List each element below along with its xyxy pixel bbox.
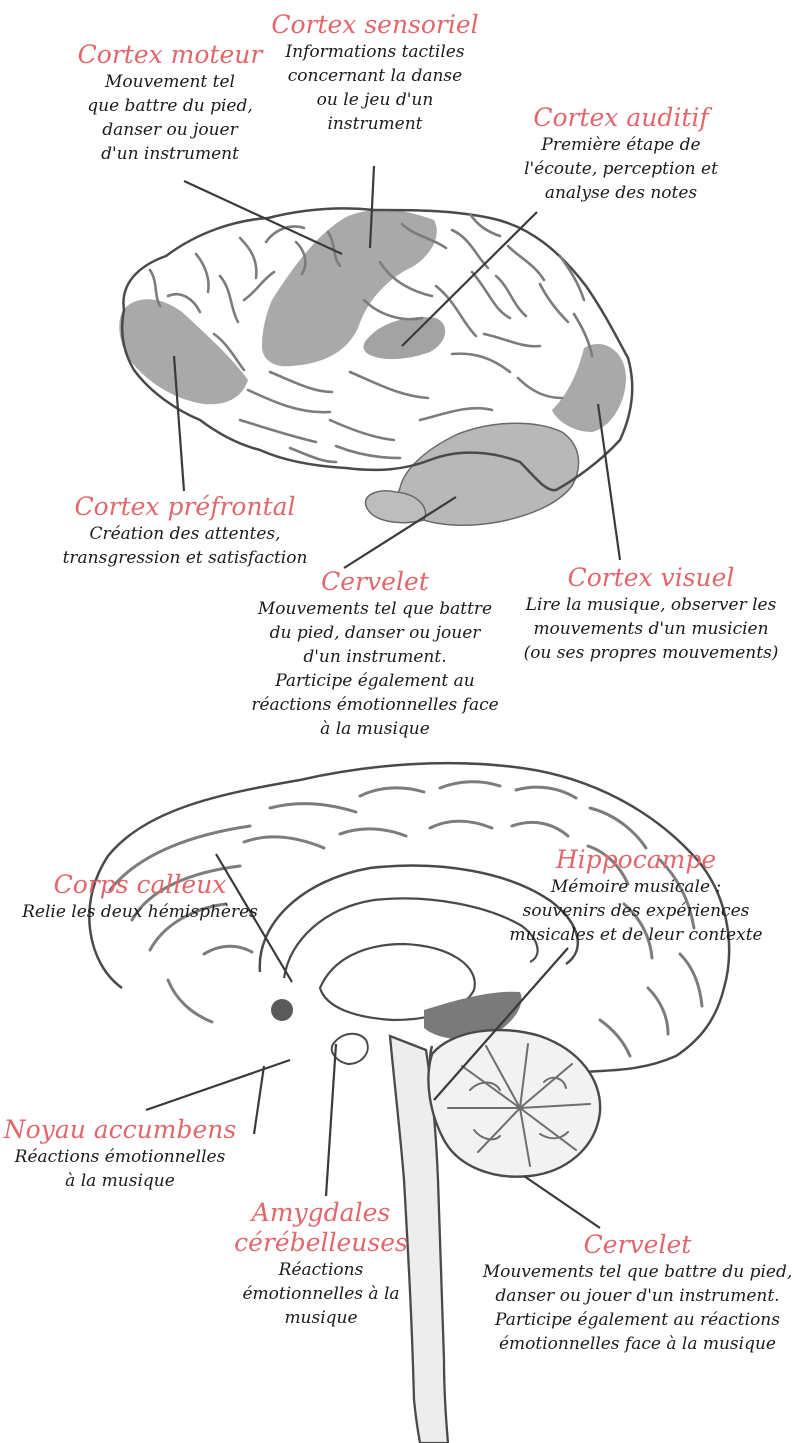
label-cortex-prefrontal: Cortex préfrontal Création des attentes,… bbox=[40, 492, 330, 570]
label-title: Cortex visuel bbox=[506, 563, 796, 593]
label-noyau-accumbens: Noyau accumbens Réactions émotionnelles … bbox=[0, 1115, 240, 1193]
label-line: Réactions émotionnelles bbox=[0, 1145, 240, 1169]
label-line: Participe également au réactions bbox=[470, 1308, 805, 1332]
label-line: Relie les deux hémisphères bbox=[10, 900, 270, 924]
label-line: à la musique bbox=[230, 717, 520, 741]
label-title: Amygdales cérébelleuses bbox=[226, 1198, 416, 1258]
sagittal-cerebellum bbox=[428, 1030, 600, 1177]
label-amygdales: Amygdales cérébelleuses Réactions émotio… bbox=[226, 1198, 416, 1330]
label-line: musique bbox=[226, 1306, 416, 1330]
label-line: Lire la musique, observer les bbox=[506, 593, 796, 617]
label-line: émotionnelles face à la musique bbox=[470, 1332, 805, 1356]
label-line: Mouvement tel bbox=[50, 70, 290, 94]
visual-region bbox=[552, 344, 626, 432]
label-line: (ou ses propres mouvements) bbox=[506, 641, 796, 665]
label-title: Cortex moteur bbox=[50, 40, 290, 70]
label-title: Cortex préfrontal bbox=[40, 492, 330, 522]
label-line: analyse des notes bbox=[496, 181, 746, 205]
label-line: que battre du pied, bbox=[50, 94, 290, 118]
label-cortex-moteur: Cortex moteur Mouvement tel que battre d… bbox=[50, 40, 290, 166]
label-line: d'un instrument bbox=[50, 142, 290, 166]
label-line: danser ou jouer d'un instrument. bbox=[470, 1284, 805, 1308]
label-line: instrument bbox=[255, 112, 495, 136]
prefrontal-region bbox=[119, 299, 248, 404]
label-line: souvenirs des expériences bbox=[496, 899, 776, 923]
label-hippocampe: Hippocampe Mémoire musicale : souvenirs … bbox=[496, 845, 776, 947]
label-line: du pied, danser ou jouer bbox=[230, 621, 520, 645]
label-cortex-sensoriel: Cortex sensoriel Informations tactiles c… bbox=[255, 10, 495, 136]
amygdala-structure bbox=[332, 1034, 368, 1064]
label-cervelet-sagittal: Cervelet Mouvements tel que battre du pi… bbox=[470, 1230, 805, 1356]
label-line: mouvements d'un musicien bbox=[506, 617, 796, 641]
label-line: à la musique bbox=[0, 1169, 240, 1193]
label-title: Cervelet bbox=[230, 567, 520, 597]
label-line: Mouvements tel que battre bbox=[230, 597, 520, 621]
auditory-region bbox=[364, 317, 446, 359]
label-cervelet-lateral: Cervelet Mouvements tel que battre du pi… bbox=[230, 567, 520, 741]
label-title: Cortex sensoriel bbox=[255, 10, 495, 40]
label-line: danser ou jouer bbox=[50, 118, 290, 142]
label-line: Première étape de bbox=[496, 133, 746, 157]
label-cortex-auditif: Cortex auditif Première étape de l'écout… bbox=[496, 103, 746, 205]
label-title: Cortex auditif bbox=[496, 103, 746, 133]
label-line: Participe également au bbox=[230, 669, 520, 693]
label-line: Mouvements tel que battre du pied, bbox=[470, 1260, 805, 1284]
label-line: l'écoute, perception et bbox=[496, 157, 746, 181]
label-line: Réactions bbox=[226, 1258, 416, 1282]
label-line: Mémoire musicale : bbox=[496, 875, 776, 899]
label-title: Cervelet bbox=[470, 1230, 805, 1260]
label-line: réactions émotionnelles face bbox=[230, 693, 520, 717]
nucleus-accumbens bbox=[271, 999, 293, 1021]
label-line: Création des attentes, bbox=[40, 522, 330, 546]
label-line: concernant la danse bbox=[255, 64, 495, 88]
label-title: Hippocampe bbox=[496, 845, 776, 875]
label-line: Informations tactiles bbox=[255, 40, 495, 64]
label-line: émotionnelles à la bbox=[226, 1282, 416, 1306]
label-corps-calleux: Corps calleux Relie les deux hémisphères bbox=[10, 870, 270, 924]
label-line: ou le jeu d'un bbox=[255, 88, 495, 112]
label-cortex-visuel: Cortex visuel Lire la musique, observer … bbox=[506, 563, 796, 665]
label-line: musicales et de leur contexte bbox=[496, 923, 776, 947]
label-title: Corps calleux bbox=[10, 870, 270, 900]
label-line: d'un instrument. bbox=[230, 645, 520, 669]
label-title: Noyau accumbens bbox=[0, 1115, 240, 1145]
